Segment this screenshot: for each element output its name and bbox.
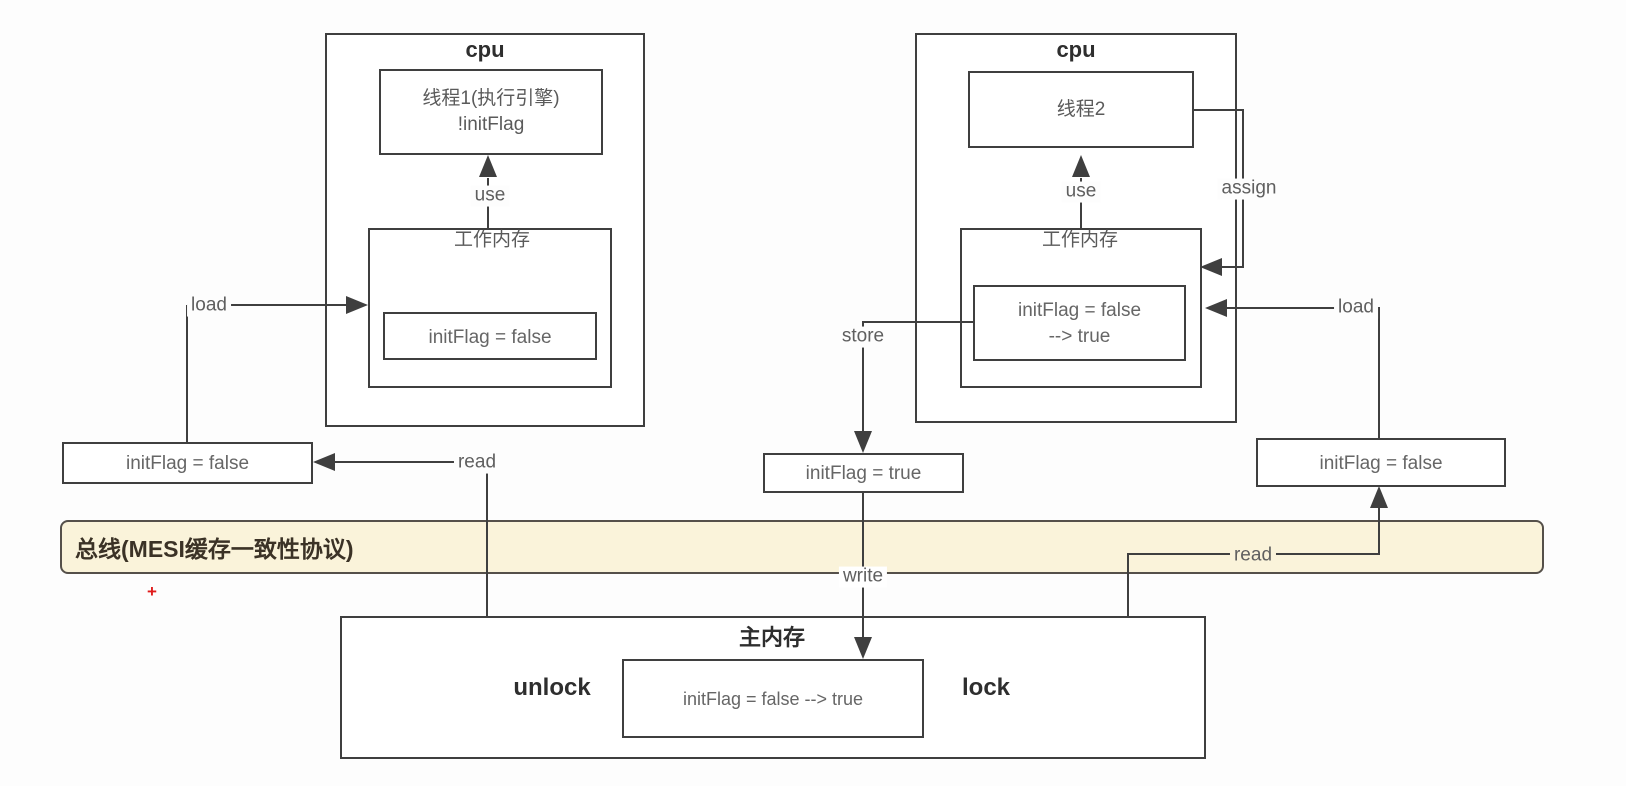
unlock-label: unlock — [513, 674, 591, 701]
main-memory-title: 主内存 — [738, 625, 806, 650]
work-memory-right-title: 工作内存 — [1041, 229, 1119, 251]
plus-marker: + — [147, 582, 157, 601]
work-memory-right-flag-line2: --> true — [1048, 325, 1111, 347]
cache-middle-box: initFlag = true — [763, 453, 964, 493]
store-label: store — [837, 326, 889, 348]
cache-right-value: initFlag = false — [1319, 453, 1443, 474]
work-memory-left-box — [368, 228, 612, 388]
use-left-label: use — [470, 185, 510, 207]
load-right-vline — [1378, 308, 1380, 438]
load-left-hline — [187, 304, 347, 306]
cache-right-box: initFlag = false — [1256, 438, 1506, 487]
cache-left-box: initFlag = false — [62, 442, 313, 484]
write-arrowhead-icon — [854, 637, 872, 659]
read-left-hline — [335, 461, 488, 463]
store-vline — [862, 322, 864, 432]
cache-left-value: initFlag = false — [125, 453, 250, 474]
load-left-label: load — [187, 295, 231, 317]
thread2-title: 线程2 — [1056, 99, 1106, 120]
assign-hline-bottom — [1222, 266, 1244, 268]
load-left-vline — [186, 305, 188, 442]
bus-label: 总线(MESI缓存一致性协议) — [75, 536, 354, 562]
assign-label: assign — [1217, 178, 1281, 200]
read-right-arrowhead-icon — [1370, 486, 1388, 508]
use-right-line — [1080, 178, 1082, 228]
read-right-vline-down — [1127, 554, 1129, 616]
thread1-flag: !initFlag — [457, 113, 525, 135]
main-memory-flag-box: initFlag = false --> true — [622, 659, 924, 738]
work-memory-right-flag-box: initFlag = false --> true — [973, 285, 1186, 361]
cpu-left-title: cpu — [465, 37, 505, 62]
main-memory-flag: initFlag = false --> true — [682, 689, 864, 709]
use-left-arrowhead-icon — [479, 155, 497, 177]
read-left-vline — [486, 462, 488, 616]
assign-hline-top — [1193, 109, 1244, 111]
load-left-arrowhead-icon — [346, 296, 368, 314]
read-left-label: read — [453, 452, 501, 474]
read-right-vline-up — [1378, 506, 1380, 554]
cache-middle-value: initFlag = true — [805, 463, 922, 484]
use-right-label: use — [1061, 181, 1101, 203]
store-hline — [862, 321, 973, 323]
read-left-arrowhead-icon — [313, 453, 335, 471]
load-right-arrowhead-icon — [1205, 299, 1227, 317]
write-label: write — [838, 566, 888, 588]
lock-label: lock — [961, 674, 1011, 701]
store-arrowhead-icon — [854, 431, 872, 453]
bus-bar — [60, 520, 1544, 574]
assign-arrowhead-icon — [1200, 258, 1222, 276]
write-vline — [862, 492, 864, 638]
load-right-label: load — [1334, 297, 1378, 319]
thread1-box: 线程1(执行引擎) !initFlag — [379, 69, 603, 155]
thread1-title: 线程1(执行引擎) — [422, 88, 560, 109]
read-right-label: read — [1229, 545, 1277, 567]
thread2-box: 线程2 — [968, 71, 1194, 148]
use-right-arrowhead-icon — [1072, 155, 1090, 177]
load-right-hline — [1227, 307, 1380, 309]
work-memory-left-flag: initFlag = false — [428, 327, 552, 348]
work-memory-right-flag-line1: initFlag = false — [1017, 300, 1142, 321]
work-memory-left-title: 工作内存 — [453, 229, 531, 251]
cpu-right-title: cpu — [1056, 37, 1096, 62]
work-memory-left-flag-box: initFlag = false — [383, 312, 597, 360]
